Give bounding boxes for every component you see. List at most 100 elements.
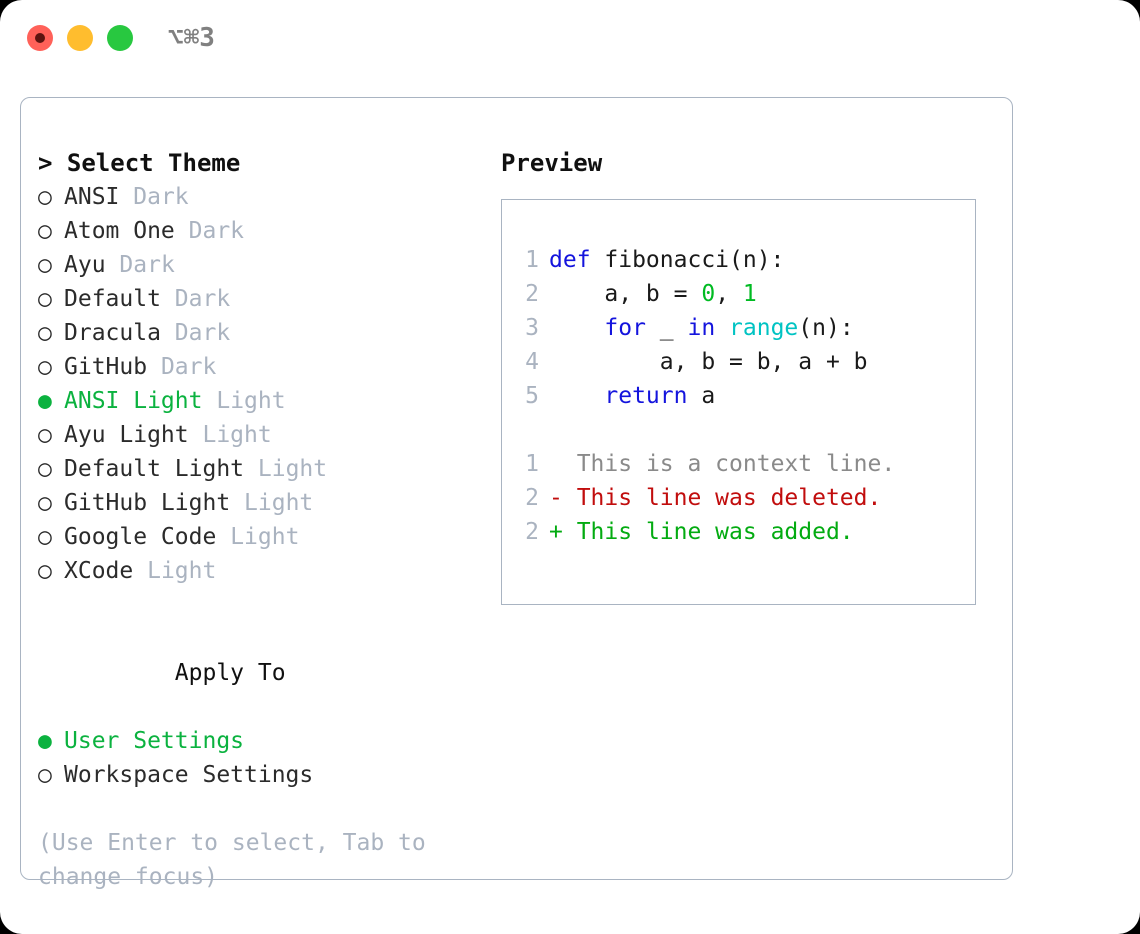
theme-option-kind-badge: Light <box>257 456 328 482</box>
diff-text: This is a context line. <box>576 451 896 477</box>
main-panel: > Select Theme ○ANSI Dark○Atom One Dark○… <box>20 97 1013 890</box>
theme-option-row[interactable]: ○GitHub Light Light <box>38 486 488 520</box>
theme-option-spacer <box>244 456 258 482</box>
apply-to-heading: Apply To <box>38 622 488 724</box>
theme-option-kind-badge: Light <box>244 490 314 516</box>
radio-unselected-icon[interactable]: ○ <box>38 558 52 584</box>
theme-option-spacer <box>189 422 203 448</box>
diff-marker <box>549 451 577 477</box>
theme-option-name: GitHub <box>64 354 148 380</box>
diff-marker: - <box>549 485 577 511</box>
radio-unselected-icon[interactable]: ○ <box>38 456 52 482</box>
theme-option-kind-badge: Light <box>216 388 286 414</box>
theme-option-name: Google Code <box>64 524 217 550</box>
theme-option-name: XCode <box>64 558 134 584</box>
theme-option-spacer <box>147 354 161 380</box>
theme-option-kind-badge: Dark <box>174 286 231 312</box>
radio-unselected-icon[interactable]: ○ <box>38 490 52 516</box>
diff-marker: + <box>549 519 577 545</box>
radio-unselected-icon[interactable]: ○ <box>38 184 52 210</box>
code-token: a <box>687 383 716 409</box>
theme-option-name: Default Light <box>64 456 245 482</box>
page-title: > Select Theme <box>38 149 241 177</box>
radio-unselected-icon[interactable]: ○ <box>38 524 52 550</box>
code-token: a, b = b, a + b <box>549 349 868 375</box>
theme-option-name: ANSI <box>64 184 120 210</box>
theme-option-name: Atom One <box>64 218 175 244</box>
theme-option-row[interactable]: ○GitHub Dark <box>38 350 488 384</box>
preview-title: Preview <box>501 149 603 177</box>
theme-option-name: ANSI Light <box>64 388 203 414</box>
record-indicator-icon <box>35 33 45 43</box>
maximize-window-button[interactable] <box>107 25 133 51</box>
code-token: in <box>687 315 716 341</box>
theme-option-spacer <box>230 490 244 516</box>
theme-option-spacer <box>161 320 175 346</box>
theme-option-name: Default <box>64 286 161 312</box>
theme-option-name: Dracula <box>64 320 161 346</box>
keyboard-hint-text: (Use Enter to select, Tab to change focu… <box>38 830 440 890</box>
code-token: for <box>604 315 646 341</box>
radio-unselected-icon[interactable]: ○ <box>38 354 52 380</box>
keyboard-shortcut-label: ⌥⌘3 <box>168 23 215 53</box>
radio-unselected-icon[interactable]: ○ <box>38 286 52 312</box>
theme-options-list[interactable]: ○ANSI Dark○Atom One Dark○Ayu Dark○Defaul… <box>38 180 488 588</box>
code-token: fibonacci(n): <box>590 247 785 273</box>
title-bar: ⌥⌘3 <box>0 0 1140 80</box>
diff-line-number: 1 <box>525 451 539 477</box>
theme-option-row[interactable]: ○Ayu Light Light <box>38 418 488 452</box>
code-token <box>549 315 604 341</box>
code-line: 2 a, b = 0, 1 <box>513 277 969 311</box>
code-line-number: 5 <box>525 383 539 409</box>
apply-to-options-list[interactable]: ● User Settings ○Workspace Settings <box>38 724 488 792</box>
apply-to-option-row[interactable]: ○Workspace Settings <box>38 758 488 792</box>
radio-unselected-icon[interactable]: ○ <box>38 218 52 244</box>
theme-option-row[interactable]: ○ Default Light Light <box>38 452 488 486</box>
theme-option-row[interactable]: ○ ANSI Dark <box>38 180 488 214</box>
theme-option-spacer <box>161 286 175 312</box>
theme-option-row[interactable]: ○ XCode Light <box>38 554 488 588</box>
theme-option-row[interactable]: ○ Google Code Light <box>38 520 488 554</box>
theme-option-kind-badge: Dark <box>133 184 189 210</box>
diff-line: 2 + This line was added. <box>513 515 969 549</box>
theme-option-row[interactable]: ○ Default Dark <box>38 282 488 316</box>
diff-line: 2- This line was deleted. <box>513 481 969 515</box>
code-token: return <box>604 383 688 409</box>
theme-option-row[interactable]: ○Dracula Dark <box>38 316 488 350</box>
theme-option-kind-badge: Dark <box>119 252 175 278</box>
theme-option-row[interactable]: ● ANSI Light Light <box>38 384 488 418</box>
diff-line-number: 2 <box>525 519 539 545</box>
code-line-number: 4 <box>525 349 539 375</box>
theme-option-kind-badge: Dark <box>188 218 245 244</box>
diff-text: This line was added. <box>576 519 854 545</box>
code-token <box>715 315 729 341</box>
apply-to-option-row[interactable]: ● User Settings <box>38 724 488 758</box>
radio-unselected-icon[interactable]: ○ <box>38 422 52 448</box>
code-line: 4 a, b = b, a + b <box>513 345 969 379</box>
theme-option-kind-badge: Light <box>147 558 217 584</box>
diff-line-number: 2 <box>525 485 539 511</box>
code-token: , <box>715 281 743 307</box>
radio-selected-icon[interactable]: ● <box>38 388 52 414</box>
theme-option-row[interactable]: ○Ayu Dark <box>38 248 488 282</box>
apply-to-option-label: User Settings <box>64 728 245 754</box>
radio-unselected-icon[interactable]: ○ <box>38 252 52 278</box>
theme-option-kind-badge: Light <box>230 524 300 550</box>
theme-option-spacer <box>106 252 120 278</box>
code-token: range <box>729 315 799 341</box>
radio-selected-icon[interactable]: ● <box>38 728 52 754</box>
theme-option-spacer <box>216 524 230 550</box>
code-line: 3 for _ in range(n): <box>513 311 969 345</box>
theme-option-spacer <box>202 388 216 414</box>
minimize-window-button[interactable] <box>67 25 93 51</box>
code-line: 5 return a <box>513 379 969 413</box>
theme-option-row[interactable]: ○ Atom One Dark <box>38 214 488 248</box>
radio-unselected-icon[interactable]: ○ <box>38 320 52 346</box>
radio-unselected-icon[interactable]: ○ <box>38 762 52 788</box>
theme-option-spacer <box>133 558 147 584</box>
code-token: 1 <box>742 281 757 307</box>
theme-selector-column: > Select Theme ○ANSI Dark○Atom One Dark○… <box>38 146 488 894</box>
